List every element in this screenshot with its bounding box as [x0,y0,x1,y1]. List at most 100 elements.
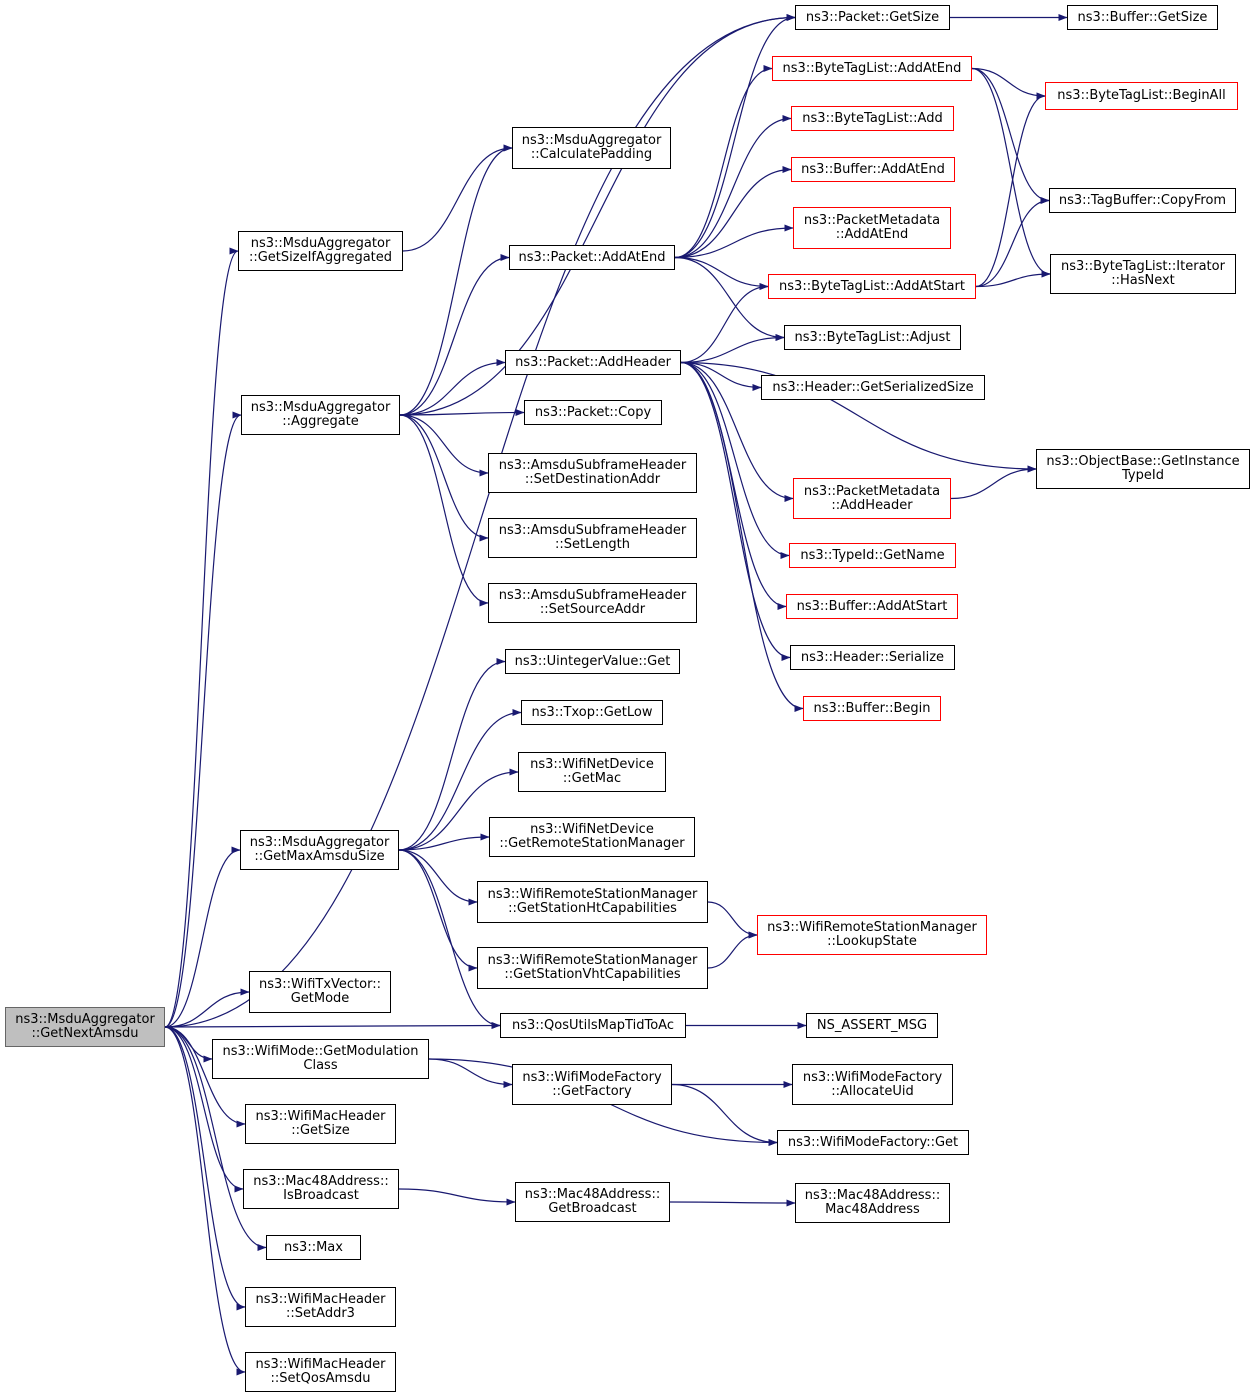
node-label-line: ::AllocateUid [831,1083,914,1099]
edge-getmaxamsdu-to-qosmap [398,849,501,1029]
node-wmf-get[interactable]: ns3::WifiModeFactory::Get [777,1130,969,1155]
node-setsrc[interactable]: ns3::AmsduSubframeHeader::SetSourceAddr [488,583,697,623]
node-setaddr3[interactable]: ns3::WifiMacHeader::SetAddr3 [245,1287,396,1327]
node-btl-iter-hasnext[interactable]: ns3::ByteTagList::Iterator::HasNext [1050,254,1236,294]
node-mac48addr[interactable]: ns3::Mac48Address::Mac48Address [795,1183,950,1223]
edge-getmaxamsdu-to-getmac [398,768,519,851]
node-label-line: ns3::Mac48Address:: [804,1188,941,1203]
node-pktaddatend[interactable]: ns3::Packet::AddAtEnd [509,245,675,270]
node-buf-addatend[interactable]: ns3::Buffer::AddAtEnd [791,157,955,182]
node-label-line: ns3::Packet::Copy [534,404,652,420]
node-machdrsize[interactable]: ns3::WifiMacHeader::GetSize [245,1104,396,1144]
node-label-line: ::CalculatePadding [530,147,653,162]
node-label-line: ns3::WifiNetDevice [530,822,654,837]
edge-getbcast-to-mac48addr [669,1199,796,1207]
node-root[interactable]: ns3::MsduAggregator::GetNextAmsdu [5,1007,165,1047]
node-buf-getsize[interactable]: ns3::Buffer::GetSize [1067,5,1218,30]
node-getmaxamsdu[interactable]: ns3::MsduAggregator::GetMaxAmsduSize [240,830,399,870]
node-buf-addatstart[interactable]: ns3::Buffer::AddAtStart [786,594,958,619]
node-btl-adjust[interactable]: ns3::ByteTagList::Adjust [784,325,961,350]
node-calcpad[interactable]: ns3::MsduAggregator::CalculatePadding [512,127,671,169]
node-label-line: Class [303,1058,338,1073]
node-label-line: ns3::WifiMacHeader [255,1357,386,1372]
node-label-line: ns3::WifiTxVector:: [258,977,381,992]
node-nsassert[interactable]: NS_ASSERT_MSG [806,1013,938,1038]
node-typeid-name[interactable]: ns3::TypeId::GetName [789,543,956,568]
edge-aggregate-to-setsrc [399,414,489,607]
node-label-line: ::SetAddr3 [286,1306,355,1321]
edge-pktaddheader-to-hdr-sersize [680,361,762,391]
node-btl-addatstart[interactable]: ns3::ByteTagList::AddAtStart [768,274,976,299]
node-btl-addatend[interactable]: ns3::ByteTagList::AddAtEnd [772,56,972,81]
node-btl-beginall[interactable]: ns3::ByteTagList::BeginAll [1045,82,1238,110]
node-label-line: ns3::Packet::GetSize [805,9,940,25]
edge-pktaddheader-to-pm-addheader [680,361,794,502]
node-setlen[interactable]: ns3::AmsduSubframeHeader::SetLength [488,518,697,558]
node-label-line: ::AddAtEnd [835,227,909,242]
node-label-line: ::GetStationVhtCapabilities [504,967,681,982]
node-label-line: NS_ASSERT_MSG [816,1017,928,1033]
node-setdest[interactable]: ns3::AmsduSubframeHeader::SetDestination… [488,453,697,493]
node-aggregate[interactable]: ns3::MsduAggregator::Aggregate [241,395,400,435]
node-buf-begin[interactable]: ns3::Buffer::Begin [803,696,941,721]
node-pktgetsize[interactable]: ns3::Packet::GetSize [795,5,950,30]
node-vhtcap[interactable]: ns3::WifiRemoteStationManager::GetStatio… [477,947,708,989]
node-pm-addatend[interactable]: ns3::PacketMetadata::AddAtEnd [793,207,951,249]
node-pktcopy[interactable]: ns3::Packet::Copy [524,400,662,425]
node-isbroadcast[interactable]: ns3::Mac48Address::IsBroadcast [243,1169,399,1209]
edge-pktaddatend-to-btl-add [674,115,792,259]
node-pm-addheader[interactable]: ns3::PacketMetadata::AddHeader [793,478,951,519]
node-label-line: ns3::PacketMetadata [803,213,941,228]
node-label-line: ns3::Mac48Address:: [524,1187,661,1202]
node-label-line: ::SetLength [555,537,630,552]
node-label-line: IsBroadcast [283,1188,359,1203]
node-label-line: ns3::MsduAggregator [250,236,391,251]
node-label-line: ns3::Header::Serialize [800,649,945,665]
node-label-line: ns3::WifiRemoteStationManager [487,887,698,902]
edge-aggregate-to-calcpad [399,144,513,416]
node-label-line: ::GetRemoteStationManager [499,836,685,851]
node-getrsm[interactable]: ns3::WifiNetDevice::GetRemoteStationMana… [489,817,695,857]
edge-pktaddheader-to-btl-addatstart [680,283,769,364]
node-label-line: ns3::MsduAggregator [15,1012,155,1027]
node-qosmap[interactable]: ns3::QosUtilsMapTidToAc [500,1013,686,1038]
node-max[interactable]: ns3::Max [266,1235,361,1260]
node-pktaddheader[interactable]: ns3::Packet::AddHeader [505,350,681,375]
node-getfactory[interactable]: ns3::WifiModeFactory::GetFactory [512,1064,672,1105]
node-hdr-sersize[interactable]: ns3::Header::GetSerializedSize [761,375,985,400]
node-label-line: ns3::ByteTagList::Adjust [794,329,951,345]
node-label-line: ns3::WifiRemoteStationManager [487,953,698,968]
edge-btl-addatend-to-btl-iter-hasnext [971,67,1051,278]
node-label-line: ns3::ByteTagList::AddAtEnd [782,60,962,76]
node-allocuid[interactable]: ns3::WifiModeFactory::AllocateUid [792,1064,953,1105]
edge-root-to-setaddr3 [164,1026,246,1311]
node-htcap[interactable]: ns3::WifiRemoteStationManager::GetStatio… [477,881,708,923]
node-label-line: ::LookupState [827,934,917,949]
node-btl-add[interactable]: ns3::ByteTagList::Add [791,106,954,131]
edge-pktaddheader-to-typeid-name [680,361,790,559]
node-label-line: ns3::AmsduSubframeHeader [498,458,687,473]
edge-btl-addatend-to-tagbuf-copyfrom [971,67,1050,204]
node-hdr-serialize[interactable]: ns3::Header::Serialize [790,645,955,670]
node-txopgetlow[interactable]: ns3::Txop::GetLow [521,700,663,725]
node-label-line: ns3::ByteTagList::AddAtStart [779,278,965,294]
edge-isbroadcast-to-getbcast [398,1188,516,1206]
node-label-line: ns3::WifiRemoteStationManager [767,920,977,935]
node-getsizeifagg[interactable]: ns3::MsduAggregator::GetSizeIfAggregated [238,231,403,271]
node-getmac[interactable]: ns3::WifiNetDevice::GetMac [518,752,666,792]
node-txvecmode[interactable]: ns3::WifiTxVector::GetMode [249,971,391,1013]
edge-root-to-isbroadcast [164,1026,244,1193]
node-uintget[interactable]: ns3::UintegerValue::Get [505,649,680,674]
node-getbcast[interactable]: ns3::Mac48Address::GetBroadcast [515,1182,670,1222]
node-label-line: ns3::WifiMode::GetModulation [222,1044,419,1059]
node-setqosamsdu[interactable]: ns3::WifiMacHeader::SetQosAmsdu [245,1352,396,1392]
edge-pktaddatend-to-btl-addatstart [674,256,769,290]
node-label-line: ns3::Txop::GetLow [531,704,653,720]
edge-pktaddatend-to-pktgetsize [674,14,796,259]
node-tagbuf-copyfrom[interactable]: ns3::TagBuffer::CopyFrom [1049,188,1236,213]
node-lookupstate[interactable]: ns3::WifiRemoteStationManager::LookupSta… [757,915,987,955]
